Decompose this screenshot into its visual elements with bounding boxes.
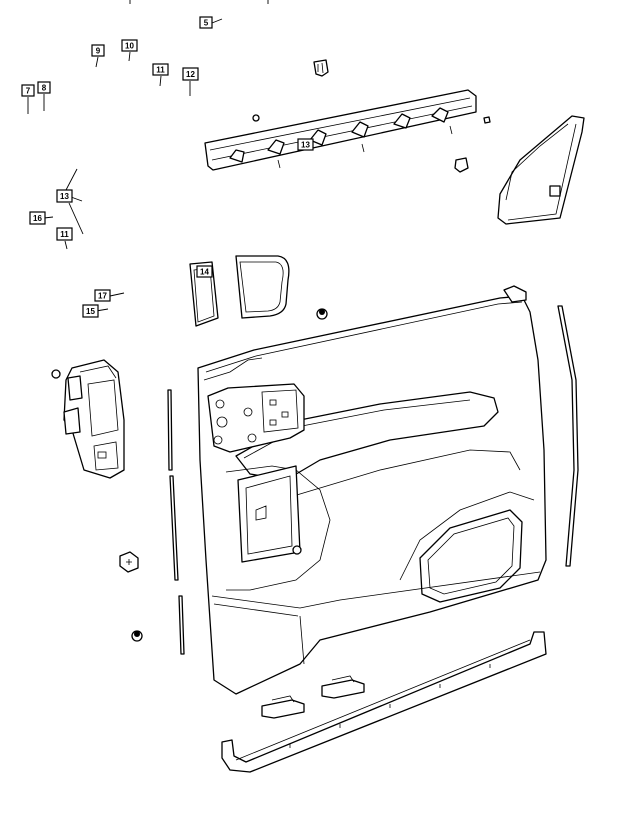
- callout-15-label: 15: [86, 307, 95, 316]
- callout-10: 10: [121, 39, 138, 52]
- callout-11-upper: 11: [152, 63, 169, 76]
- pillar-trim: [497, 115, 585, 225]
- door-trim-panel: [197, 295, 547, 695]
- round-plug-upper: [316, 308, 328, 320]
- callout-12-label: 12: [186, 70, 195, 79]
- callout-11-upper-label: 11: [156, 66, 165, 75]
- callout-11-lower-label: 11: [60, 230, 69, 239]
- small-screw-left: [252, 114, 260, 122]
- callout-10-label: 10: [125, 42, 134, 51]
- upper-clip: [313, 59, 329, 77]
- callout-12: 12: [182, 67, 199, 81]
- callout-17: 17: [94, 289, 111, 302]
- callout-11-lower: 11: [56, 227, 73, 241]
- belt-weatherstrip: [557, 305, 579, 567]
- sill-clips: [261, 675, 365, 719]
- callout-13-left: 13: [56, 189, 73, 203]
- callout-5-label: 5: [204, 19, 209, 28]
- edge-seal-strips: [167, 389, 185, 655]
- panel-corner-clip: [503, 285, 527, 303]
- callout-9: 9: [91, 44, 105, 57]
- small-screw-right: [483, 116, 491, 124]
- callout-7: 7: [21, 84, 35, 97]
- callout-8-label: 8: [42, 84, 47, 93]
- round-plug-lower: [131, 630, 143, 642]
- callout-13-bracket-label: 13: [301, 141, 310, 150]
- callout-13-bracket: 13: [297, 138, 314, 151]
- push-clip: [454, 157, 469, 173]
- lower-sill-trim: [221, 631, 547, 773]
- callout-7-label: 7: [26, 87, 31, 96]
- callout-15: 15: [82, 304, 99, 318]
- callout-16: 16: [29, 211, 46, 225]
- callout-14-label: 14: [200, 268, 209, 277]
- callout-13-left-label: 13: [60, 192, 69, 201]
- callout-8: 8: [37, 81, 51, 94]
- callout-16-label: 16: [33, 214, 42, 223]
- inside-handle-assembly: [51, 359, 125, 479]
- callout-9-label: 9: [96, 47, 101, 56]
- corner-cover: [235, 255, 290, 319]
- callout-14: 14: [196, 265, 213, 278]
- callout-5: 5: [199, 16, 213, 29]
- hex-nut: [119, 551, 139, 573]
- upper-trim-bracket: [204, 89, 477, 171]
- callout-17-label: 17: [98, 292, 107, 301]
